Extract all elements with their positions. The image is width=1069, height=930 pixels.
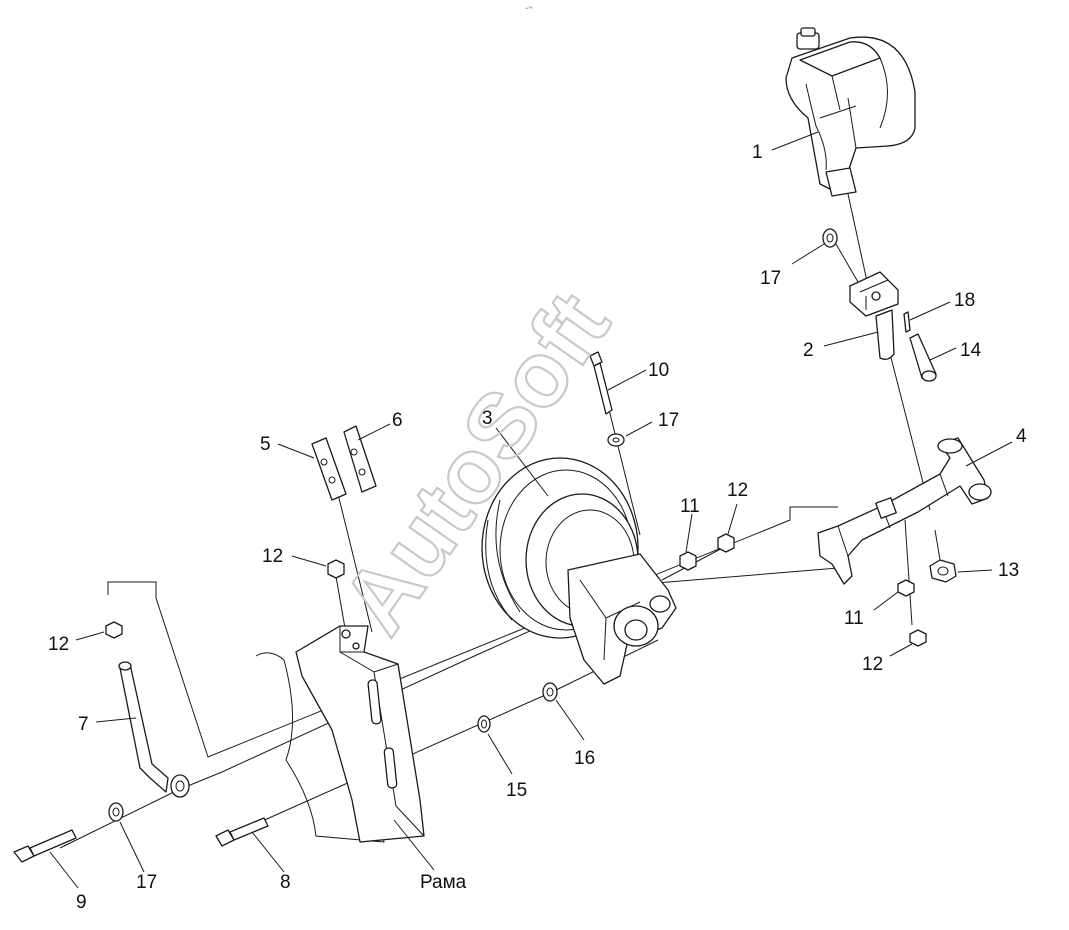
nut-part-12-right (909, 629, 927, 647)
washer-part-17-bottom (108, 802, 124, 822)
callout-12-stud: 12 (48, 634, 69, 655)
callout-12-bracket: 12 (262, 546, 283, 567)
valve-part-3 (481, 457, 677, 685)
axis-cylinder (847, 193, 869, 287)
callout-1: 1 (752, 142, 763, 163)
axis-arm-nuts (904, 519, 913, 626)
callout-10: 10 (648, 360, 669, 381)
nut-part-12-mid (717, 533, 735, 553)
axis-nut-13 (934, 529, 941, 561)
axis-stud-7 (107, 506, 838, 758)
callout-11-right: 11 (844, 608, 864, 629)
washer-part-15 (477, 715, 491, 733)
nut-part-13 (929, 559, 957, 583)
washer-part-16 (542, 682, 558, 702)
callout-12-right: 12 (862, 654, 883, 675)
lever-arm-part-4 (817, 437, 992, 585)
washer-part-17-top (822, 228, 859, 283)
washer-part-17-mid (607, 433, 625, 447)
bolt-part-8 (215, 817, 269, 847)
callout-3: 3 (482, 408, 493, 429)
clevis-part-2 (849, 271, 899, 360)
callout-labels: 1 17 18 2 14 10 3 17 4 5 6 11 12 12 13 1… (48, 142, 1027, 913)
callout-18: 18 (954, 290, 975, 311)
nut-part-11-right (897, 579, 915, 597)
pin-part-14 (909, 333, 937, 382)
nut-part-12-stud (105, 621, 123, 639)
callout-12-mid: 12 (727, 480, 748, 501)
callout-8: 8 (280, 872, 291, 893)
callout-17-mid: 17 (658, 410, 679, 431)
brake-chamber-part-1 (785, 27, 916, 197)
callout-11-mid: 11 (680, 496, 700, 517)
callout-16: 16 (574, 748, 595, 769)
leader-lines (49, 131, 1013, 889)
callout-5: 5 (260, 434, 271, 455)
split-pin-part-18 (903, 311, 911, 333)
callout-13: 13 (998, 560, 1019, 581)
callout-15: 15 (506, 780, 527, 801)
axis-pin-2 (885, 337, 931, 511)
callout-4: 4 (1016, 426, 1027, 447)
callout-17-bottom: 17 (136, 872, 157, 893)
plate-part-5 (311, 437, 347, 501)
callout-2: 2 (803, 340, 814, 361)
stud-part-7 (118, 661, 190, 798)
callout-7: 7 (78, 714, 89, 735)
axis-plates (336, 489, 373, 633)
bolt-part-9 (13, 829, 77, 863)
nut-part-12-bracket (327, 559, 345, 579)
callout-frame-rama: Рама (420, 872, 467, 893)
callout-14: 14 (960, 340, 982, 361)
axis-bolt-9 (59, 567, 839, 849)
frame-bracket (255, 625, 425, 843)
bolt-part-10 (589, 351, 613, 415)
top-mark: •™ (526, 6, 533, 12)
callout-9: 9 (76, 892, 87, 913)
nut-part-11-mid (679, 551, 697, 571)
callout-17-top: 17 (760, 268, 781, 289)
callout-6: 6 (392, 410, 403, 431)
plate-part-6 (343, 425, 377, 493)
